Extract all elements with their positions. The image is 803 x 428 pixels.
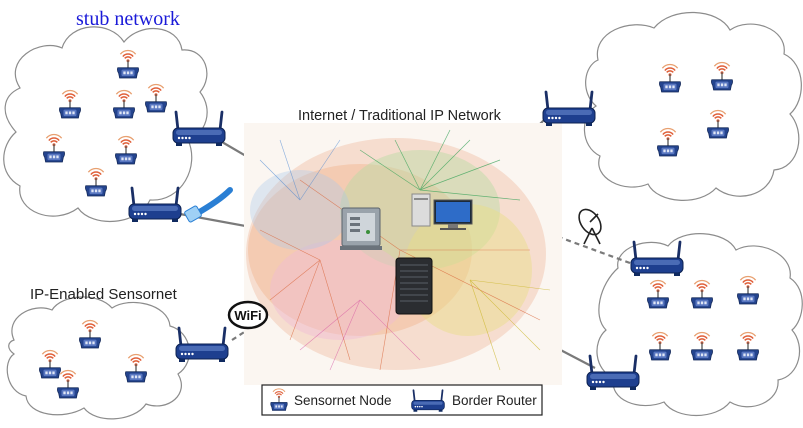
internet-map-image	[244, 123, 562, 385]
server-tower-icon	[340, 207, 382, 250]
desktop-computer-icon	[411, 193, 473, 230]
ip-sensornet-label: IP-Enabled Sensornet	[30, 286, 177, 303]
border-router-icon	[542, 90, 596, 128]
cloud-bottom-right	[596, 233, 803, 417]
rack-server-icon	[395, 257, 433, 315]
wifi-label: WiFi	[234, 308, 261, 323]
legend-border-router: Border Router	[452, 393, 537, 408]
stub-network-label: stub network	[76, 8, 180, 30]
legend-sensornet-node: Sensornet Node	[294, 393, 392, 408]
cloud-bottom-left	[6, 296, 190, 420]
cloud-top-right	[583, 11, 802, 201]
border-router-icon	[175, 326, 229, 364]
satellite-dish-icon	[578, 208, 602, 245]
ethernet-cable-icon	[184, 187, 233, 223]
internet-label: Internet / Traditional IP Network	[298, 108, 501, 124]
wifi-logo-icon: WiFi	[227, 300, 269, 330]
legend	[261, 384, 543, 416]
